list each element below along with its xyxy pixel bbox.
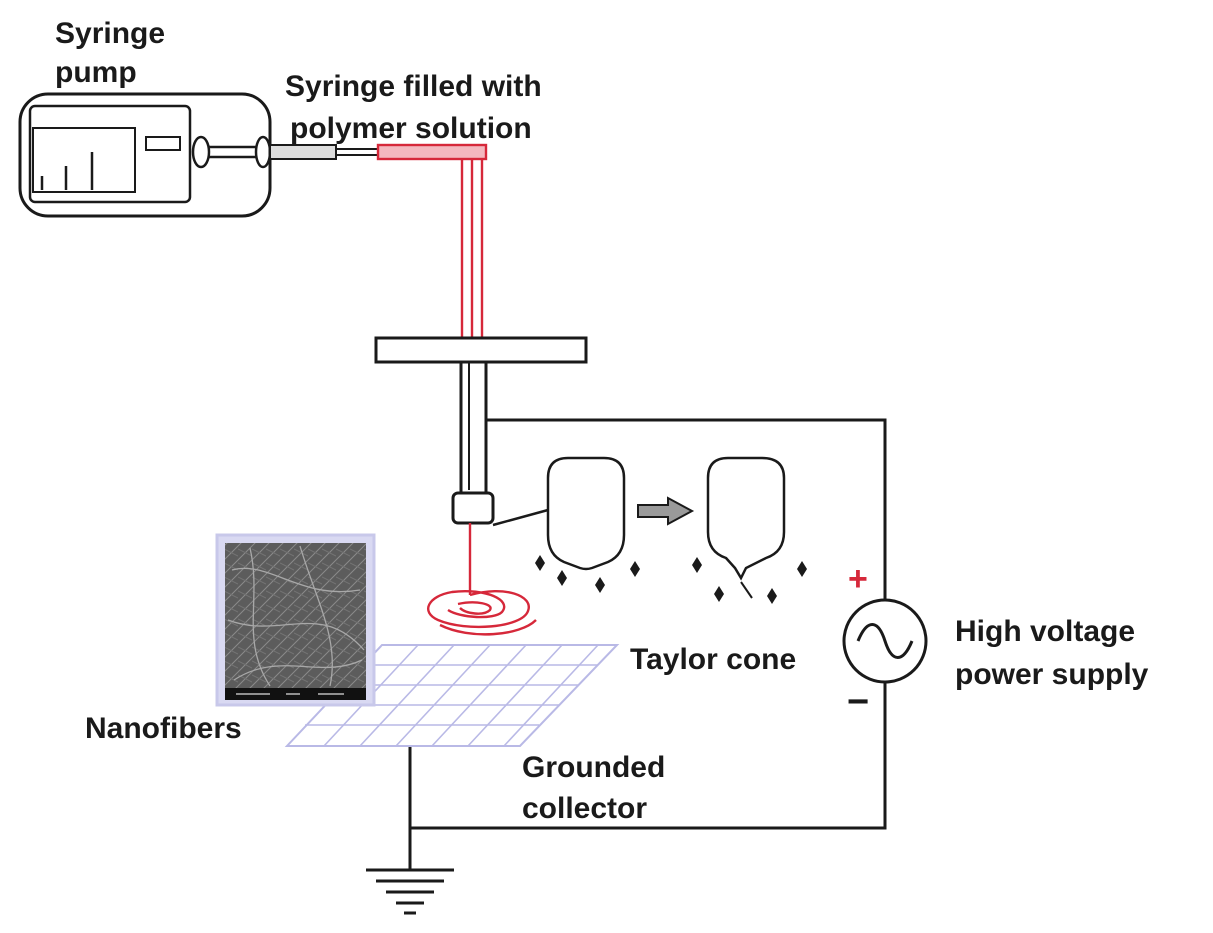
collector-outline (284, 644, 620, 747)
taylor-cone-leader (740, 581, 753, 599)
ac-source-symbol (842, 598, 928, 684)
wire-return (410, 682, 887, 830)
label-hv-line1: High voltage (955, 615, 1135, 648)
pump-display (32, 127, 136, 193)
syringe-flange (254, 135, 272, 169)
pump-display-bars (40, 152, 94, 190)
polymer-jet (427, 523, 537, 636)
spinneret (374, 336, 588, 525)
fiber-loop-3 (439, 619, 537, 636)
sem-image-nanofibers (215, 533, 376, 707)
label-syringe-line2: polymer solution (290, 112, 532, 145)
fiber-loop-1 (427, 590, 530, 629)
ground-symbol (366, 868, 454, 915)
label-syringe-pump-line1: Syringe (55, 17, 165, 50)
pump-plunger-rod (209, 145, 256, 159)
nozzle-tip (451, 491, 495, 525)
zoom-leader (492, 508, 549, 527)
charge-markers (535, 555, 807, 604)
label-collector-line2: collector (522, 792, 647, 825)
negative-terminal-sign: − (847, 681, 869, 723)
source-wave (856, 623, 914, 659)
syringe-barrel (269, 144, 337, 160)
circuit-wires (408, 418, 887, 870)
pump-plunger-clamp (191, 135, 211, 169)
wire-positive (486, 418, 887, 600)
syringe-pump (18, 92, 378, 218)
droplet-before (546, 456, 626, 571)
droplet-arrow (637, 496, 695, 526)
mount-plate (374, 336, 588, 364)
label-nanofibers: Nanofibers (85, 712, 242, 745)
pump-button (145, 136, 181, 151)
tube-vertical (460, 159, 484, 338)
label-hv-line2: power supply (955, 658, 1149, 691)
collector-grid-rows (305, 664, 598, 726)
label-syringe-line1: Syringe filled with (285, 70, 542, 103)
nozzle-body (459, 360, 488, 496)
fiber-loop-2 (457, 601, 492, 615)
label-taylor-cone: Taylor cone (630, 643, 796, 676)
tube-horizontal (376, 143, 488, 161)
pump-housing (18, 92, 272, 218)
droplet-taylor-cone (706, 456, 786, 599)
polymer-feed-tube (376, 143, 488, 338)
positive-terminal-sign: + (848, 560, 868, 598)
label-syringe-pump-line2: pump (55, 56, 137, 89)
pump-panel (28, 104, 192, 204)
syringe-needle (336, 148, 378, 156)
label-collector-line1: Grounded (522, 751, 665, 784)
